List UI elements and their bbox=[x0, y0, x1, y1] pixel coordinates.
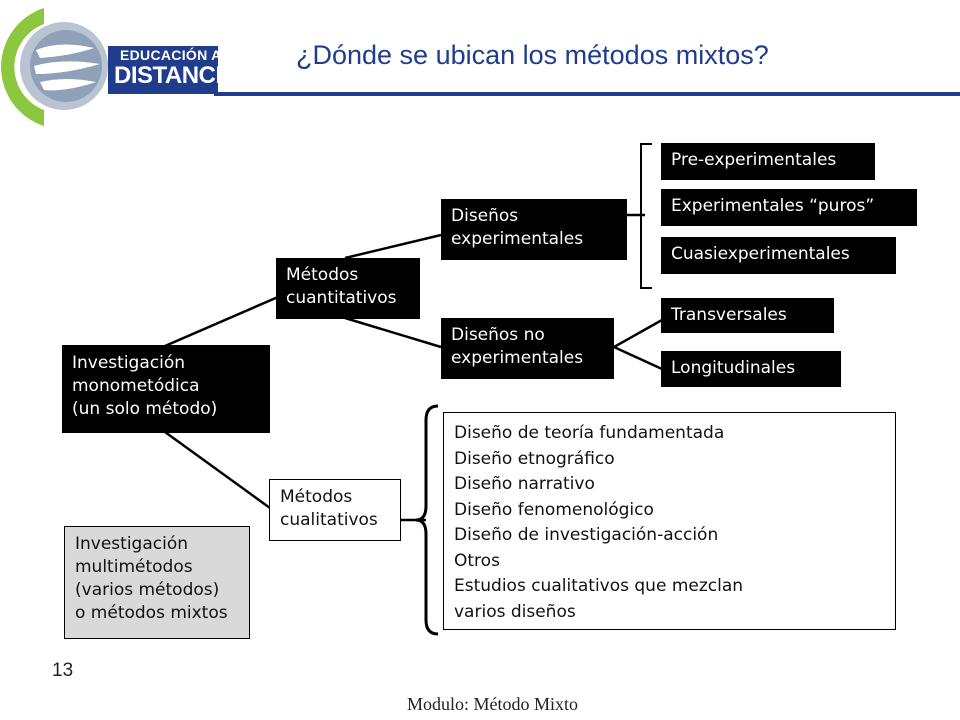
connector-nonexp-long bbox=[613, 345, 663, 371]
transversal-label: Transversales bbox=[671, 305, 787, 325]
title-divider bbox=[214, 92, 960, 96]
pure-experimental-box: Experimentales “puros” bbox=[661, 189, 917, 226]
root-line: (un solo método) bbox=[72, 399, 218, 419]
pre-experimental-box: Pre-experimentales bbox=[661, 143, 875, 180]
pure-experimental-label: Experimentales “puros” bbox=[671, 196, 875, 216]
pre-experimental-label: Pre-experimentales bbox=[671, 150, 837, 170]
qualitative-designs-box: Diseño de teoría fundamentada Diseño etn… bbox=[443, 412, 896, 630]
connector-root-quant bbox=[164, 295, 279, 348]
experimental-designs-box: Diseños experimentales bbox=[441, 199, 627, 260]
qualitative-design-item: Diseño de teoría fundamentada bbox=[454, 423, 725, 443]
qualitative-design-item: Diseño de investigación-acción bbox=[454, 525, 719, 545]
logo-icon bbox=[1, 8, 108, 126]
quant-line: cuantitativos bbox=[286, 288, 397, 308]
multi-line: (varios métodos) bbox=[75, 580, 220, 600]
experimental-bracket bbox=[640, 143, 652, 289]
footer-module: Modulo: Método Mixto bbox=[407, 694, 579, 714]
qualitative-methods-box: Métodos cualitativos bbox=[269, 479, 401, 541]
connector-nonexp-trans bbox=[613, 318, 663, 349]
quasi-experimental-label: Cuasiexperimentales bbox=[671, 244, 850, 264]
page-number: 13 bbox=[52, 660, 74, 681]
longitudinal-box: Longitudinales bbox=[661, 351, 841, 387]
logo-line1: EDUCACIÓN A bbox=[120, 47, 222, 63]
multi-line: o métodos mixtos bbox=[75, 603, 228, 623]
connector-quant-exp bbox=[344, 233, 442, 260]
qualitative-design-item: Diseño etnográfico bbox=[454, 448, 615, 469]
quantitative-methods-box: Métodos cuantitativos bbox=[276, 258, 420, 319]
qualitative-design-item: varios diseños bbox=[454, 601, 576, 622]
connector-quant-nonexp bbox=[344, 316, 442, 349]
quasi-experimental-box: Cuasiexperimentales bbox=[661, 237, 896, 274]
root-line: Investigación bbox=[72, 353, 186, 373]
non-experimental-designs-box: Diseños no experimentales bbox=[441, 318, 614, 379]
multimethod-box: Investigación multimétodos (varios métod… bbox=[64, 526, 250, 639]
nonexp-line: Diseños no bbox=[451, 325, 545, 345]
root-line: monometódica bbox=[72, 376, 200, 396]
multi-line: Investigación bbox=[75, 534, 189, 554]
qual-line: Métodos bbox=[280, 487, 353, 507]
exp-line: Diseños bbox=[451, 206, 519, 226]
exp-line: experimentales bbox=[451, 229, 584, 249]
logo-line2: DISTANCIA bbox=[114, 62, 239, 89]
qualitative-design-item: Diseño fenomenológico bbox=[454, 499, 654, 520]
qualitative-brace bbox=[415, 404, 439, 636]
qualitative-design-item: Estudios cualitativos que mezclan bbox=[454, 576, 744, 596]
logo-text-box bbox=[108, 46, 218, 94]
qualitative-design-item: Diseño narrativo bbox=[454, 474, 595, 494]
page-title: ¿Dónde se ubican los métodos mixtos? bbox=[296, 40, 769, 70]
transversal-box: Transversales bbox=[661, 298, 834, 333]
connector-root-qual bbox=[164, 430, 271, 510]
quant-line: Métodos bbox=[286, 265, 359, 285]
multi-line: multimétodos bbox=[75, 557, 193, 577]
qualitative-design-item: Otros bbox=[454, 550, 500, 571]
nonexp-line: experimentales bbox=[451, 348, 584, 368]
root-monomethod-box: Investigación monometódica (un solo méto… bbox=[62, 345, 270, 433]
longitudinal-label: Longitudinales bbox=[671, 358, 796, 378]
qual-line: cualitativos bbox=[280, 510, 378, 530]
